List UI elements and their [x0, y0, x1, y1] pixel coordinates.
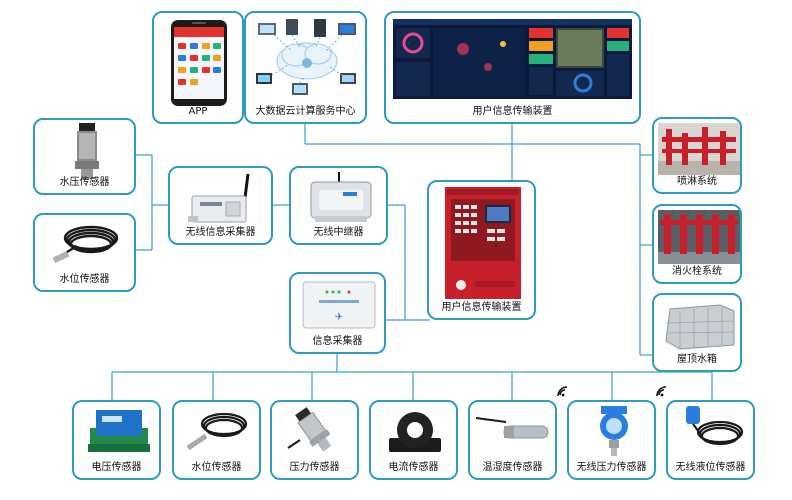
wireless-relay-label: 无线中继器 — [313, 227, 364, 238]
current-sensor-card[interactable]: 电流传感器 — [369, 400, 458, 480]
wifi-icon — [557, 386, 568, 397]
water-level-sensor-left-label: 水位传感器 — [59, 274, 110, 285]
wireless-pressure-sensor-card[interactable]: 无线压力传感器 — [567, 400, 656, 480]
info-collector-label: 信息采集器 — [312, 336, 363, 347]
wireless-collector-label: 无线信息采集器 — [185, 227, 256, 238]
voltage-sensor-label: 电压传感器 — [91, 462, 142, 473]
temp-humidity-sensor-label: 温湿度传感器 — [482, 462, 543, 473]
wireless-level-sensor-label: 无线液位传感器 — [675, 462, 746, 473]
sprinkler-system-card[interactable]: 喷淋系统 — [652, 117, 742, 194]
water-level-sensor-bottom-card[interactable]: 水位传感器 — [172, 400, 261, 480]
app-label: APP — [188, 106, 208, 117]
wireless-relay-icon — [310, 172, 372, 222]
dashboard-screen-icon — [393, 19, 632, 99]
fire-panel-icon — [445, 187, 521, 299]
cloud-center-card[interactable]: 大数据云计算服务中心 — [244, 11, 367, 124]
water-pressure-sensor-label: 水压传感器 — [59, 177, 110, 188]
user-device-card[interactable]: 用户信息传输装置 — [427, 180, 536, 320]
wireless-collector-card[interactable]: 无线信息采集器 — [168, 166, 273, 245]
water-tank-icon — [665, 304, 735, 350]
voltage-sensor-card[interactable]: 电压传感器 — [72, 400, 161, 480]
wireless-relay-card[interactable]: 无线中继器 — [289, 166, 388, 245]
current-sensor-icon — [389, 412, 441, 452]
wireless-pressure-sensor-label: 无线压力传感器 — [576, 462, 647, 473]
cloud-icon — [256, 19, 356, 95]
wireless-collector-icon — [188, 173, 250, 223]
level-sensor-icon — [52, 225, 119, 264]
voltage-sensor-icon — [88, 410, 150, 452]
cloud-center-label: 大数据云计算服务中心 — [255, 106, 356, 117]
info-collector-icon: ✈ — [302, 281, 376, 329]
smartphone-icon — [171, 20, 227, 106]
temp-humidity-probe-icon — [476, 417, 549, 439]
user-device-label: 用户信息传输装置 — [441, 302, 522, 313]
sprinkler-system-label: 喷淋系统 — [677, 176, 717, 187]
hydrant-system-card[interactable]: 消火栓系统 — [652, 204, 742, 284]
svg-text:✈: ✈ — [335, 312, 343, 323]
app-card[interactable]: APP — [152, 11, 244, 124]
temp-humidity-sensor-card[interactable]: 温湿度传感器 — [468, 400, 557, 480]
info-collector-card[interactable]: ✈ 信息采集器 — [289, 272, 386, 354]
hydrant-pipes-icon — [658, 210, 740, 264]
sprinkler-pipes-icon — [658, 123, 740, 175]
pressure-transmitter-icon — [287, 407, 332, 452]
dashboard-label: 用户信息传输装置 — [472, 106, 553, 117]
current-sensor-label: 电流传感器 — [388, 462, 439, 473]
pressure-sensor-card[interactable]: 压力传感器 — [270, 400, 359, 480]
roof-tank-card[interactable]: 屋顶水箱 — [652, 293, 742, 372]
wireless-pressure-transmitter-icon — [600, 406, 628, 456]
wifi-icon — [656, 386, 667, 397]
level-sensor-bottom-icon — [186, 412, 248, 451]
water-level-sensor-left-card[interactable]: 水位传感器 — [33, 213, 136, 292]
roof-tank-label: 屋顶水箱 — [677, 354, 717, 365]
water-level-sensor-bottom-label: 水位传感器 — [191, 462, 242, 473]
hydrant-system-label: 消火栓系统 — [672, 266, 722, 277]
dashboard-card[interactable]: 用户信息传输装置 — [384, 11, 641, 124]
wireless-level-sensor-icon — [686, 406, 744, 446]
water-pressure-sensor-card[interactable]: 水压传感器 — [33, 118, 136, 195]
pressure-sensor-label: 压力传感器 — [289, 462, 340, 473]
wireless-level-sensor-card[interactable]: 无线液位传感器 — [666, 400, 755, 480]
pressure-sensor-icon — [75, 123, 99, 179]
